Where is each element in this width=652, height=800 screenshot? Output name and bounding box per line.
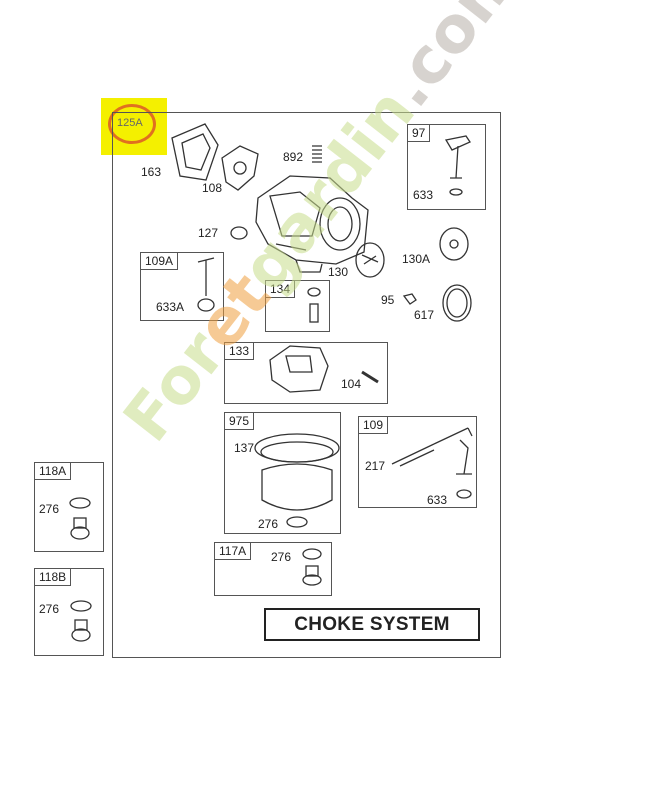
box-117a: 117A 276: [214, 542, 332, 596]
screw-95-drawing: [402, 293, 417, 305]
label-276-bowl: 276: [258, 517, 279, 531]
box-109a-label: 109A: [141, 253, 179, 270]
label-892: 892: [283, 150, 304, 164]
label-130a: 130A: [402, 252, 431, 266]
jet-134-drawing: [307, 287, 321, 297]
box-134: 134: [265, 280, 330, 332]
box-134-label: 134: [266, 281, 296, 298]
label-130: 130: [328, 265, 349, 279]
box-975-label: 975: [225, 413, 255, 430]
label-104: 104: [341, 377, 362, 391]
plate-108-drawing: [221, 145, 259, 191]
box-133-label: 133: [225, 343, 255, 360]
washer-118a-drawing: [69, 497, 91, 509]
box-133: 133: [224, 342, 388, 404]
diagram-title: CHOKE SYSTEM: [264, 608, 480, 641]
assembly-label-ring: [108, 104, 156, 144]
box-97-label: 97: [408, 125, 431, 142]
label-137: 137: [234, 441, 255, 455]
washer-117a-drawing: [302, 548, 322, 560]
box-97-part-633: 633: [413, 188, 434, 202]
float-133-drawing: [269, 345, 329, 393]
box-97: 97 633: [407, 124, 486, 210]
box-118b: 118B 276: [34, 568, 104, 656]
box-109-part-217: 217: [365, 459, 386, 473]
box-118a-label: 118A: [35, 463, 72, 480]
box-118a: 118A 276: [34, 462, 104, 552]
diagram-frame: [112, 112, 501, 658]
spring-217-drawing: [391, 443, 435, 467]
disk-130a-drawing: [439, 227, 469, 261]
box-118b-part-276: 276: [39, 602, 60, 616]
box-109: 109 217 633: [358, 416, 477, 508]
spring-892-drawing: [312, 145, 322, 163]
oring-127-drawing: [230, 226, 248, 240]
carburetor-body-drawing: [255, 175, 369, 265]
box-117a-part-276: 276: [271, 550, 292, 564]
label-127: 127: [198, 226, 219, 240]
needle-97-drawing: [444, 135, 471, 179]
box-118a-part-276: 276: [39, 502, 60, 516]
label-163: 163: [141, 165, 162, 179]
pin-109a-drawing: [197, 257, 215, 296]
washer-118b-drawing: [70, 600, 92, 612]
bowl-drawing: [261, 463, 333, 511]
pin-109-drawing: [456, 439, 472, 475]
label-95: 95: [381, 293, 395, 307]
box-975: 975: [224, 412, 341, 534]
label-108: 108: [202, 181, 223, 195]
label-617: 617: [414, 308, 435, 322]
box-109a: 109A 633A: [140, 252, 224, 321]
box-118b-label: 118B: [35, 569, 72, 586]
pin-104-drawing: [361, 370, 379, 384]
box-109a-part-633a: 633A: [156, 300, 185, 314]
plate-130-drawing: [355, 242, 385, 278]
gasket-163-drawing: [171, 123, 219, 181]
ring-617-drawing: [442, 284, 472, 322]
box-109-label: 109: [359, 417, 389, 434]
assembly-label: 125A: [117, 117, 143, 129]
box-109-part-633: 633: [427, 493, 448, 507]
box-117a-label: 117A: [215, 543, 252, 560]
